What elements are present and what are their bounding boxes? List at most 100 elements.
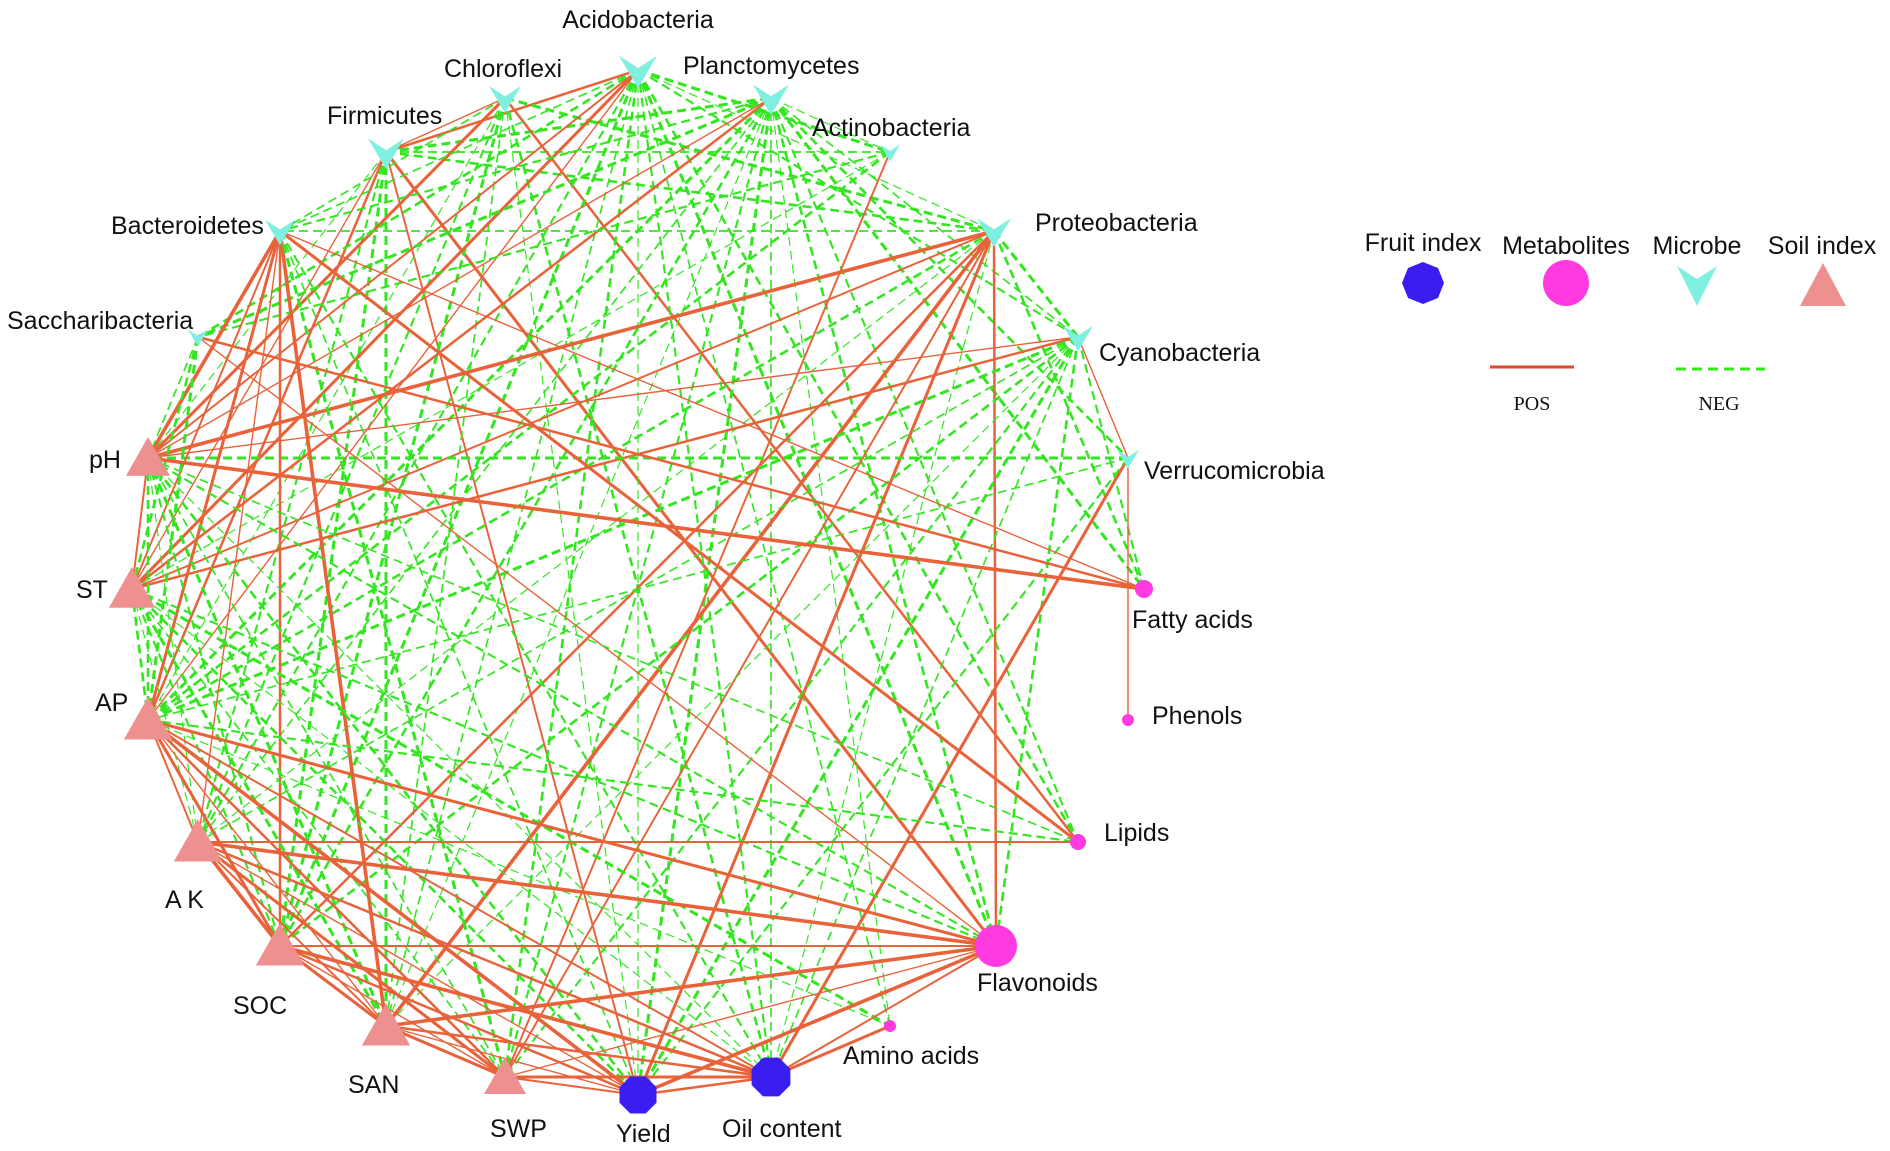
- node-label-acidobacteria: Acidobacteria: [562, 6, 714, 34]
- edge-negative-chloroflexi-ak: [197, 97, 506, 843]
- edge-negative-bacteroidetes-yield: [279, 230, 639, 1096]
- edge-negative-actinobacteria-ap: [147, 150, 891, 722]
- node-bacteroidetes: [265, 219, 295, 246]
- edge-negative-planctomycetes-cyanobacteria: [770, 97, 1079, 338]
- edge-positive-soc-swp: [279, 945, 506, 1078]
- edge-negative-planctomycetes-ap: [146, 96, 773, 722]
- edge-positive-proteobacteria-flavonoids: [992, 230, 998, 947]
- edge-negative-acidobacteria-bacteroidetes: [279, 69, 639, 232]
- edge-negative-acidobacteria-lipids: [636, 69, 1080, 843]
- edge-negative-ph-flavonoids: [147, 457, 997, 947]
- legend-microbe: Microbe: [1653, 232, 1742, 306]
- edge-positive-ak-swp: [197, 840, 506, 1079]
- node-label-ap: AP: [95, 689, 128, 717]
- edge-positive-san-swp: [385, 1024, 506, 1079]
- node-label-verrucomicrobia: Verrucomicrobia: [1144, 457, 1325, 485]
- node-label-firmicutes: Firmicutes: [327, 102, 442, 130]
- edge-positive-san-flavonoids: [385, 944, 997, 1028]
- edge-positive-swp-yield: [504, 1076, 639, 1096]
- edge-positive-yield-flavonoids: [637, 944, 997, 1097]
- edge-positive-oil_content-amino_acids: [770, 1024, 891, 1079]
- legend-negative: NEG: [1676, 367, 1765, 415]
- edge-negative-planctomycetes-bacteroidetes: [279, 96, 772, 233]
- edge-negative-acidobacteria-san: [385, 69, 639, 1027]
- edge-positive-cyanobacteria-verrucomicrobia: [1077, 336, 1129, 459]
- node-verrucomicrobia: [1117, 449, 1139, 469]
- edge-positive-bacteroidetes-ph: [146, 230, 282, 459]
- edge-negative-chloroflexi-san: [385, 97, 506, 1027]
- node-label-fatty-acids: Fatty acids: [1132, 606, 1253, 634]
- edge-positive-acidobacteria-ph: [147, 69, 639, 459]
- edge-negative-cyanobacteria-flavonoids: [994, 336, 1080, 947]
- legend-positive: POS: [1490, 365, 1574, 415]
- node-label-bacteroidetes: Bacteroidetes: [111, 212, 264, 240]
- edge-negative-planctomycetes-amino_acids: [770, 97, 891, 1027]
- edge-negative-actinobacteria-st: [131, 151, 891, 590]
- edge-positive-chloroflexi-lipids: [504, 97, 1079, 843]
- label-layer: AcidobacteriaPlanctomycetesActinobacteri…: [7, 6, 1325, 1148]
- edge-positive-ak-san: [197, 841, 387, 1027]
- edge-negative-bacteroidetes-swp: [278, 230, 507, 1078]
- legend-positive-label: POS: [1514, 393, 1551, 415]
- edge-negative-chloroflexi-soc: [278, 97, 507, 947]
- edge-positive-proteobacteria-swp: [504, 230, 995, 1078]
- node-acidobacteria: [619, 55, 657, 89]
- node-st: [108, 567, 156, 608]
- node-label-yield: Yield: [616, 1120, 671, 1148]
- node-label-san: SAN: [348, 1071, 399, 1099]
- edge-negative-actinobacteria-saccharibacteria: [197, 150, 891, 339]
- legend-metabolite-circle-icon: [1543, 260, 1589, 306]
- edge-negative-acidobacteria-oil_content: [636, 69, 773, 1078]
- edge-negative-ph-oil_content: [147, 457, 772, 1078]
- edge-positive-ap-yield: [146, 718, 640, 1097]
- node-label-lipids: Lipids: [1104, 819, 1169, 847]
- edge-positive-ap-ak: [147, 719, 199, 843]
- edge-positive-firmicutes-chloroflexi: [385, 97, 506, 153]
- edge-negative-acidobacteria-swp: [503, 69, 640, 1078]
- legend-microbe-chevron-icon: [1677, 266, 1717, 306]
- node-phenols: [1122, 714, 1134, 726]
- node-label-ak: A K: [165, 886, 204, 914]
- edge-positive-soc-oil_content: [279, 944, 772, 1079]
- legend-soil-label: Soil index: [1768, 232, 1877, 260]
- edge-positive-san-oil_content: [385, 1024, 772, 1079]
- edge-positive-planctomycetes-st: [131, 97, 772, 590]
- edge-negative-st-flavonoids: [131, 588, 997, 947]
- edge-negative-ph-ak: [147, 457, 199, 843]
- edge-positive-soc-yield: [279, 944, 639, 1097]
- legend-microbe-label: Microbe: [1653, 232, 1742, 260]
- edge-positive-saccharibacteria-fatty_acids: [197, 335, 1145, 591]
- edge-negative-st-swp: [131, 588, 506, 1078]
- edge-negative-ph-san: [146, 457, 388, 1027]
- edge-negative-acidobacteria-amino_acids: [637, 69, 891, 1027]
- edge-positive-cyanobacteria-ph: [147, 336, 1079, 459]
- legend-soil-triangle-icon: [1800, 263, 1846, 306]
- node-ph: [125, 437, 171, 476]
- edge-negative-chloroflexi-proteobacteria: [504, 96, 995, 233]
- edge-positive-ph-fatty_acids: [147, 456, 1145, 591]
- edge-positive-ap-san: [147, 719, 387, 1027]
- edge-positive-planctomycetes-ph: [147, 97, 772, 459]
- legend-metabolites-label: Metabolites: [1502, 232, 1630, 260]
- edge-negative-firmicutes-planctomycetes: [385, 96, 772, 154]
- node-label-proteobacteria: Proteobacteria: [1035, 209, 1198, 237]
- node-label-saccharibacteria: Saccharibacteria: [7, 307, 193, 335]
- edge-positive-san-yield: [385, 1025, 639, 1096]
- node-firmicutes: [368, 138, 404, 170]
- edge-negative-planctomycetes-soc: [278, 97, 773, 947]
- edge-negative-ap-amino_acids: [147, 719, 891, 1027]
- node-soc: [255, 923, 305, 966]
- edge-negative-acidobacteria-proteobacteria: [637, 69, 995, 232]
- node-label-actinobacteria: Actinobacteria: [812, 114, 971, 142]
- edge-negative-cyanobacteria-oil_content: [770, 336, 1079, 1078]
- edge-negative-st-ak: [131, 588, 199, 843]
- node-amino-acids: [884, 1020, 896, 1032]
- node-san: [361, 1003, 411, 1046]
- node-label-ph: pH: [89, 446, 121, 474]
- edge-negative-proteobacteria-oil_content: [770, 230, 995, 1078]
- edge-positive-ph-st: [131, 457, 149, 590]
- node-proteobacteria: [977, 218, 1011, 248]
- node-label-amino-acids: Amino acids: [843, 1042, 979, 1070]
- node-label-swp: SWP: [490, 1115, 547, 1143]
